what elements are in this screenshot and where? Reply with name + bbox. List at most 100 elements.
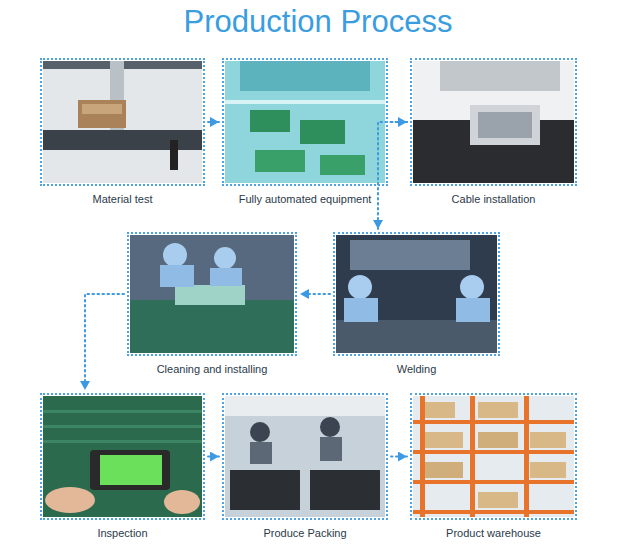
rack-post — [420, 396, 425, 517]
diagram-title: Production Process — [0, 4, 636, 40]
flow-arrow — [378, 122, 407, 229]
cable-photo — [413, 61, 574, 183]
circuit-board — [300, 120, 345, 144]
step-caption: Welding — [333, 362, 500, 376]
circuit-board — [250, 110, 290, 132]
photo-frame — [222, 58, 388, 186]
cleaning-photo — [130, 235, 294, 353]
step-caption: Cleaning and installing — [127, 362, 297, 376]
step-caption: Material test — [40, 192, 205, 206]
hand — [45, 487, 95, 513]
photo-ground — [43, 396, 202, 517]
belt-stripe — [43, 410, 202, 413]
process-step: Welding — [333, 232, 500, 376]
machine-frame — [240, 61, 370, 91]
carton — [78, 100, 126, 128]
circuit-board — [255, 150, 305, 172]
carton — [478, 402, 518, 418]
conveyor — [43, 130, 202, 150]
shelf — [350, 240, 470, 270]
photo-ground — [225, 61, 385, 183]
worker-head — [250, 422, 270, 442]
worker-body — [160, 265, 194, 287]
step-caption: Produce Packing — [222, 526, 388, 540]
worker-body — [250, 442, 272, 464]
worker-head — [214, 247, 236, 269]
rail — [225, 100, 385, 104]
packing-photo — [225, 396, 385, 517]
step-caption: Fully automated equipment — [222, 192, 388, 206]
worker-head — [348, 275, 372, 299]
phone-screen — [100, 455, 162, 485]
photo-ground — [43, 61, 202, 183]
step-caption: Inspection — [40, 526, 205, 540]
process-step: Cable installation — [410, 58, 577, 206]
flow-arrow — [208, 121, 219, 123]
screen-panel — [175, 285, 245, 305]
automation-photo — [225, 61, 385, 183]
flow-arrow — [300, 293, 330, 295]
bench — [336, 320, 497, 353]
inspection-photo — [43, 396, 202, 517]
worker-head — [460, 275, 484, 299]
rack-beam — [413, 510, 574, 514]
machine-head — [440, 61, 560, 91]
photo-ground — [225, 396, 385, 517]
photo-frame — [222, 393, 388, 520]
tray-stack — [310, 470, 380, 510]
photo-frame — [40, 58, 205, 186]
lever — [170, 140, 178, 170]
worker-head — [320, 417, 340, 437]
process-step: Cleaning and installing — [127, 232, 297, 376]
photo-ground — [413, 396, 574, 517]
welding-photo — [336, 235, 497, 353]
rack-beam — [413, 420, 574, 424]
rack-post — [470, 396, 475, 517]
flow-arrow — [208, 456, 219, 458]
process-step: Inspection — [40, 393, 205, 540]
belt-stripe — [43, 425, 202, 428]
circuit-board — [320, 155, 365, 175]
hand — [164, 490, 200, 514]
tray-stack — [230, 470, 300, 510]
carton — [425, 402, 455, 418]
photo-frame — [410, 58, 577, 186]
process-step: Material test — [40, 58, 205, 206]
carton — [425, 432, 463, 448]
display-glass — [478, 112, 532, 138]
worker-body — [344, 298, 378, 322]
photo-ground — [413, 61, 574, 183]
flow-arrow — [391, 456, 407, 458]
photo-frame — [127, 232, 297, 356]
warehouse-photo — [413, 396, 574, 517]
photo-frame — [40, 393, 205, 520]
carton — [425, 462, 463, 478]
process-step: Produce Packing — [222, 393, 388, 540]
photo-frame — [410, 393, 577, 520]
rack-beam — [413, 480, 574, 484]
carton — [478, 432, 518, 448]
photo-ground — [130, 235, 294, 353]
worker-head — [163, 243, 187, 267]
carton — [530, 432, 566, 448]
display-part — [470, 105, 540, 145]
worker-body — [456, 298, 490, 322]
step-caption: Product warehouse — [410, 526, 577, 540]
bench — [130, 300, 294, 353]
ceiling — [225, 396, 385, 416]
phone — [90, 450, 170, 490]
worker-body — [320, 437, 342, 461]
carton — [478, 492, 518, 508]
photo-frame — [333, 232, 500, 356]
rack-post — [524, 396, 529, 517]
material-test-photo — [43, 61, 202, 183]
carton-top — [82, 104, 122, 114]
process-step: Product warehouse — [410, 393, 577, 540]
step-caption: Cable installation — [410, 192, 577, 206]
belt-stripe — [43, 440, 202, 443]
photo-ground — [336, 235, 497, 353]
carton — [530, 462, 566, 478]
